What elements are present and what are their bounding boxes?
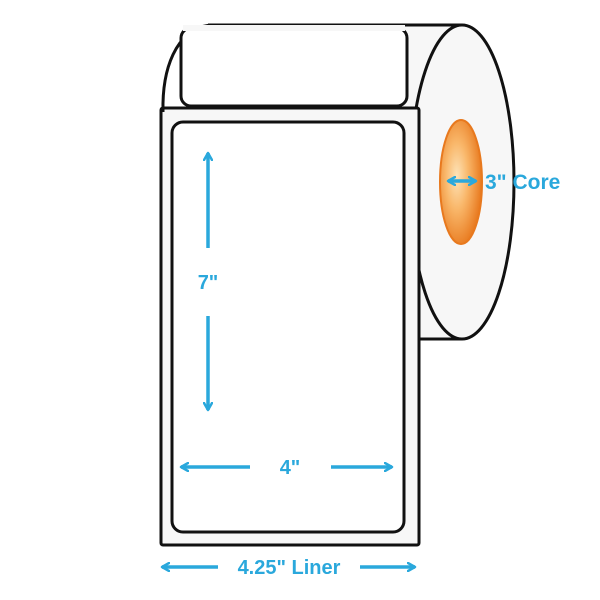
- upper-label: [179, 26, 409, 108]
- front-label: [170, 120, 406, 534]
- liner-label: 4.25" Liner: [238, 557, 341, 579]
- core-label: 3" Core: [485, 171, 560, 194]
- width-label: 4": [280, 457, 301, 479]
- height-label: 7": [198, 272, 219, 294]
